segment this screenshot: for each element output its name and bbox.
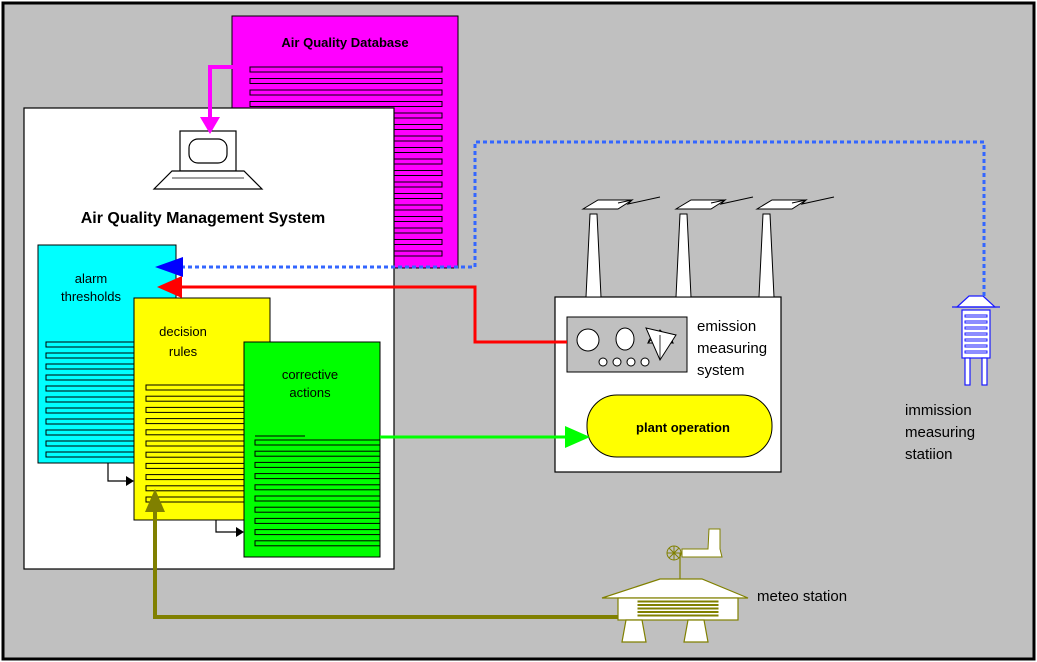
emission-plant: emission measuring system plant operatio… bbox=[554, 196, 835, 473]
immission-louvre bbox=[964, 314, 988, 318]
system-title: Air Quality Management System bbox=[81, 210, 326, 227]
database-record-line bbox=[249, 89, 443, 96]
meteo-louvre bbox=[637, 607, 719, 610]
corrective-record-line bbox=[254, 529, 381, 536]
immission-label-3: statiion bbox=[905, 446, 953, 463]
emission-label-2: measuring bbox=[697, 340, 767, 357]
corrective-record-line bbox=[254, 506, 381, 513]
corrective-record-line bbox=[254, 439, 381, 446]
alarm-label-1: alarm bbox=[75, 271, 108, 286]
meteo-louvre bbox=[637, 611, 719, 613]
corrective-record-line bbox=[254, 484, 381, 491]
decision-label-2: rules bbox=[169, 344, 198, 359]
instrument-panel bbox=[566, 316, 688, 373]
meteo-label: meteo station bbox=[757, 588, 847, 605]
corrective-actions-doc: corrective actions bbox=[243, 341, 381, 558]
immission-louvre bbox=[964, 338, 988, 342]
meteo-link-arrow bbox=[145, 489, 618, 619]
database-record-line bbox=[249, 78, 443, 84]
corrective-action-arrow bbox=[380, 426, 590, 448]
plant-operation-pill bbox=[586, 394, 773, 458]
alarm-label-2: thresholds bbox=[61, 289, 121, 304]
plant-operation-label: plant operation bbox=[636, 420, 730, 435]
database-title: Air Quality Database bbox=[281, 35, 408, 50]
corrective-label-1: corrective bbox=[282, 367, 338, 382]
corrective-record-line bbox=[254, 540, 381, 547]
corrective-record-line bbox=[254, 461, 381, 468]
immission-louvre bbox=[964, 326, 988, 330]
corrective-label-2: actions bbox=[289, 385, 331, 400]
immission-label-2: measuring bbox=[905, 424, 975, 441]
immission-louvre bbox=[964, 350, 988, 354]
corrective-record-line bbox=[254, 495, 381, 502]
meteo-louvre bbox=[637, 614, 719, 617]
immission-louvres bbox=[964, 314, 988, 354]
immission-louvre bbox=[964, 332, 988, 336]
database-record-line bbox=[249, 101, 443, 107]
corrective-record-line bbox=[254, 517, 381, 524]
meteo-louvre bbox=[637, 600, 719, 603]
doc-flow-connectors bbox=[107, 463, 244, 537]
emission-label-1: emission bbox=[697, 318, 756, 335]
immission-louvre bbox=[964, 320, 988, 324]
corrective-lines bbox=[254, 435, 381, 547]
immission-link-arrow bbox=[155, 140, 986, 296]
emission-link-arrow bbox=[157, 276, 567, 344]
computer-terminal-icon bbox=[152, 130, 264, 190]
immission-label-1: immission bbox=[905, 402, 972, 419]
corrective-record-line bbox=[254, 473, 381, 480]
database-to-terminal-arrow bbox=[200, 65, 248, 134]
emission-label-3: system bbox=[697, 362, 745, 379]
corrective-record-line bbox=[254, 450, 381, 457]
meteo-station: meteo station bbox=[601, 528, 847, 643]
meteo-louvre bbox=[637, 604, 719, 606]
decision-label-1: decision bbox=[159, 324, 207, 339]
immission-station: immission measuring statiion bbox=[905, 295, 1000, 463]
meteo-louvres bbox=[637, 600, 719, 617]
database-record-line bbox=[249, 66, 443, 73]
immission-louvre bbox=[964, 344, 988, 348]
